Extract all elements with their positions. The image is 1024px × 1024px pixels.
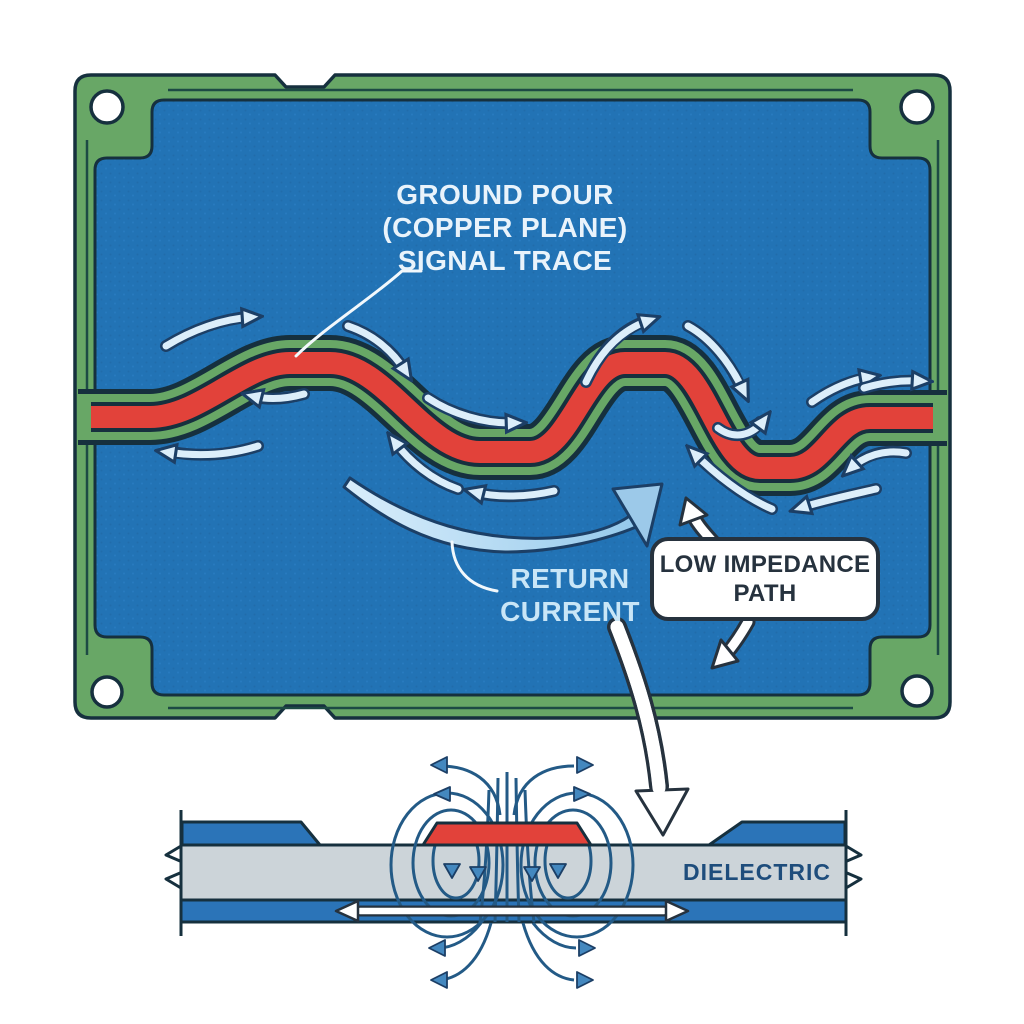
signal-current-arrows (160, 317, 922, 442)
mounting-hole (89, 89, 125, 125)
return-current-leader-line (450, 540, 499, 593)
return-current-swoosh-arrow (342, 476, 664, 554)
dielectric-layer (179, 843, 848, 902)
dielectric-label: DIELECTRIC (683, 859, 831, 885)
signal-trace (78, 335, 947, 496)
top-copper-left (180, 820, 322, 847)
ground-pour-label-line1: GROUND POUR (396, 179, 614, 210)
cross-section (164, 756, 863, 989)
return-current-label-line1: RETURN (510, 563, 630, 594)
low-impedance-callout-line2: PATH (733, 580, 797, 607)
top-copper-right (707, 820, 847, 847)
mounting-hole (899, 89, 935, 125)
field-arrowheads (428, 756, 596, 989)
ground-pour-label: GROUND POUR (COPPER PLANE) (340, 178, 670, 244)
mounting-hole (900, 674, 934, 708)
ground-pour-label-line2: (COPPER PLANE) (382, 212, 628, 243)
return-current-label: RETURN CURRENT (470, 562, 670, 628)
return-current-label-line2: CURRENT (500, 596, 640, 627)
pcb-board (73, 73, 952, 720)
trace-cross-section (421, 821, 593, 847)
signal-trace-label: SIGNAL TRACE (397, 245, 613, 276)
mounting-holes (89, 89, 935, 709)
mounting-hole (90, 675, 124, 709)
return-path-spread-arrow (334, 899, 690, 923)
zoom-to-cross-section-arrow (607, 617, 690, 837)
low-impedance-callout: LOW IMPEDANCE PATH (650, 537, 880, 621)
low-impedance-callout-line1: LOW IMPEDANCE (659, 551, 871, 578)
signal-trace-leader-line (294, 269, 423, 358)
return-current-arrows (166, 394, 912, 509)
